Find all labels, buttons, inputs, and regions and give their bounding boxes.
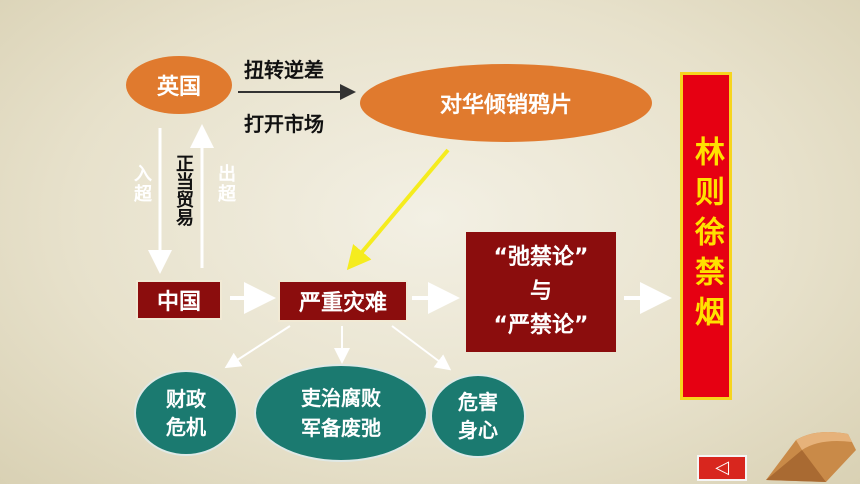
legit-trade-label: 正当贸易 <box>173 154 194 226</box>
debate-line-2: 与 <box>529 279 552 304</box>
policy-debate-node: “弛禁论” 与 “严禁论” <box>466 232 616 352</box>
arrow-to-health <box>391 325 452 371</box>
opium-dumping-label: 对华倾销鸦片 <box>439 93 572 118</box>
corruption-line-1: 吏治腐败 <box>301 386 381 410</box>
lin-zexu-node: 林则徐禁烟 <box>680 72 732 400</box>
serious-disaster-node: 严重灾难 <box>278 280 408 322</box>
finance-line-2: 危机 <box>166 415 206 439</box>
serious-disaster-label: 严重灾难 <box>298 291 387 316</box>
lin-zexu-label: 林则徐禁烟 <box>689 136 724 336</box>
britain-label: 英国 <box>156 75 201 100</box>
health-harm-node: 危害 身心 <box>430 374 526 458</box>
finance-line-1: 财政 <box>166 387 206 411</box>
reverse-deficit-label: 扭转逆差 <box>244 58 324 82</box>
opium-dumping-node: 对华倾销鸦片 <box>360 64 652 142</box>
britain-node: 英国 <box>126 56 232 114</box>
china-label: 中国 <box>156 290 201 315</box>
arrow-to-finance <box>224 325 291 369</box>
debate-line-1: “弛禁论” <box>493 245 589 270</box>
debate-line-3: “严禁论” <box>493 313 589 338</box>
china-node: 中国 <box>136 280 222 320</box>
arrow-opium-to-disaster <box>346 148 450 271</box>
health-line-1: 危害 <box>458 390 498 414</box>
scroll-decoration-icon <box>766 432 856 482</box>
finance-crisis-node: 财政 危机 <box>134 370 238 456</box>
import-surplus-label: 入超 <box>131 164 152 204</box>
back-arrow-icon: ◁ <box>715 457 729 478</box>
open-market-label: 打开市场 <box>244 112 324 136</box>
corruption-node: 吏治腐败 军备废弛 <box>254 364 428 462</box>
export-surplus-label: 出超 <box>215 164 236 204</box>
corruption-line-2: 军备废弛 <box>301 416 381 440</box>
health-line-2: 身心 <box>458 418 498 442</box>
back-button[interactable]: ◁ <box>697 455 747 481</box>
